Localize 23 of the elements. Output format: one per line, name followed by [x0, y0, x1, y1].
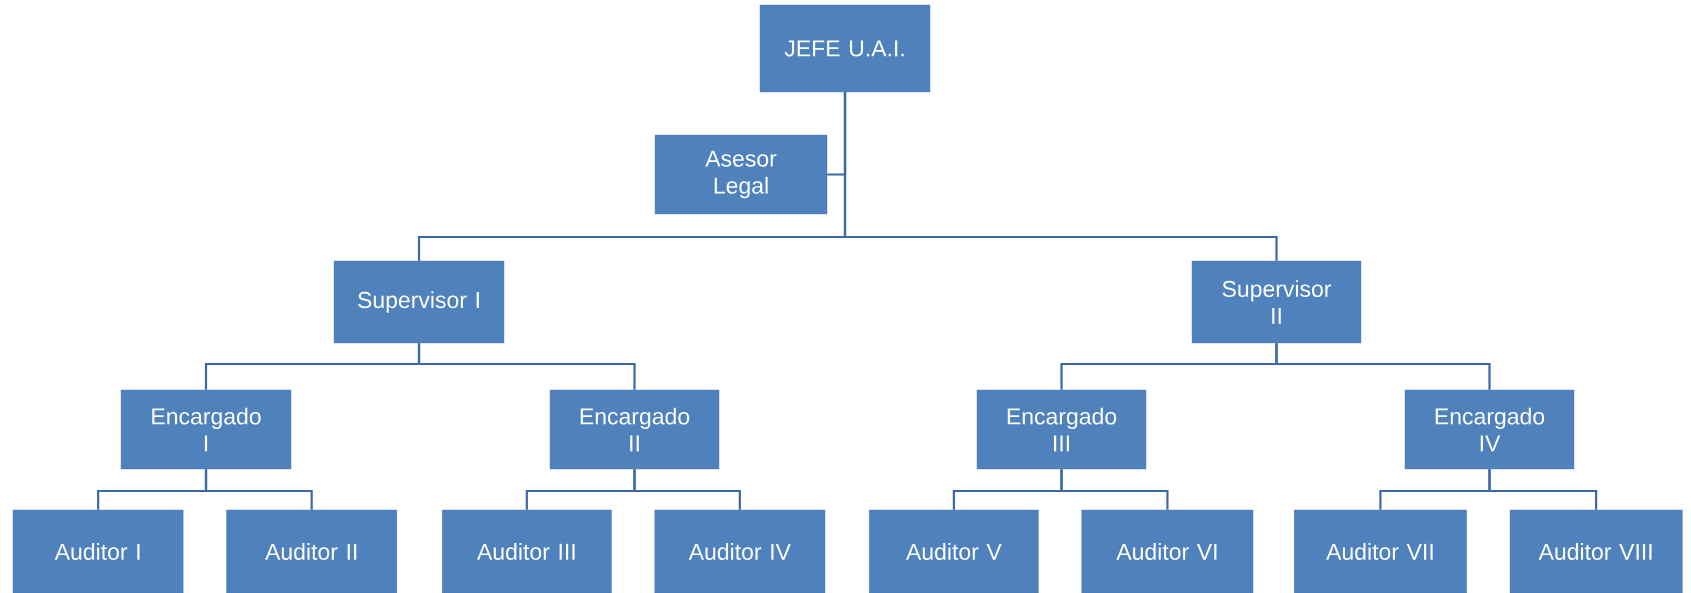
- org-box: Supervisor I: [333, 260, 505, 344]
- org-box: JEFE U.A.I.: [759, 4, 931, 93]
- org-box: Encargado II: [549, 389, 720, 470]
- connector-line: [1488, 469, 1598, 510]
- connector-line: [204, 469, 313, 510]
- org-box: Encargado IV: [1404, 389, 1575, 470]
- connector-line: [843, 92, 1278, 261]
- org-box: Auditor III: [442, 509, 612, 593]
- org-box: Auditor VII: [1293, 509, 1467, 593]
- org-box: Supervisor II: [1191, 260, 1362, 344]
- org-box: Asesor Legal: [654, 134, 828, 215]
- org-box: Auditor IV: [654, 509, 826, 593]
- org-box: Encargado I: [120, 389, 292, 470]
- connector-line: [417, 343, 636, 390]
- connector-line: [1060, 469, 1169, 510]
- org-box: Encargado III: [976, 389, 1147, 470]
- connector-line: [633, 469, 741, 510]
- org-box: Auditor V: [869, 509, 1039, 593]
- org-box: Auditor VI: [1081, 509, 1254, 593]
- org-box: Auditor I: [12, 509, 184, 593]
- connector-line: [1275, 343, 1491, 390]
- org-box: Auditor VIII: [1509, 509, 1683, 593]
- org-box: Auditor II: [226, 509, 398, 593]
